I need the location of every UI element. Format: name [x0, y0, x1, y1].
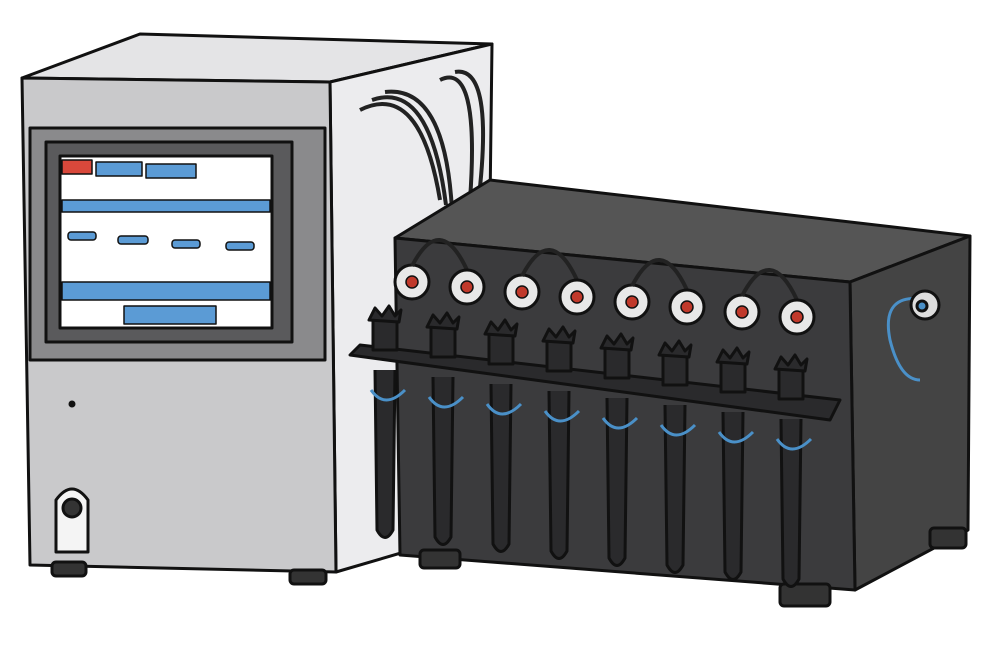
- screen-footer-bar: [123, 305, 217, 325]
- rack-foot: [418, 548, 462, 570]
- screen-dashes: [67, 231, 255, 251]
- tube-cap[interactable]: [603, 346, 631, 380]
- screen-bar: [61, 199, 271, 213]
- sample-tube: [373, 369, 397, 539]
- sample-tube: [431, 376, 455, 546]
- blue-tubing: [775, 437, 813, 451]
- cap-crown: [599, 332, 635, 352]
- screen-bar: [61, 281, 271, 301]
- cap-crown: [773, 353, 809, 373]
- control-cabinet: [20, 32, 494, 586]
- tube-cap[interactable]: [719, 360, 747, 394]
- connector-port-center: [790, 310, 804, 324]
- blue-tubing: [717, 430, 755, 444]
- side-port-center: [915, 299, 929, 313]
- tube-cap[interactable]: [429, 325, 457, 359]
- connector-port-center: [460, 280, 474, 294]
- cap-crown: [367, 304, 403, 324]
- connector-port-center: [680, 300, 694, 314]
- sample-tube: [721, 411, 745, 581]
- side-blue-tube: [886, 296, 931, 382]
- connector-port-center: [735, 305, 749, 319]
- tube-cap[interactable]: [371, 318, 399, 352]
- cabinet-foot: [50, 560, 88, 578]
- blue-tubing: [427, 395, 465, 409]
- cap-array: [367, 304, 809, 401]
- screen-tab: [95, 161, 143, 177]
- cabinet-foot: [288, 568, 328, 586]
- port-array: [393, 238, 816, 336]
- connector-port-center: [570, 290, 584, 304]
- blue-tubing: [601, 416, 639, 430]
- rack-foot: [928, 526, 968, 550]
- blue-tubing: [485, 402, 523, 416]
- cable-bundle: [359, 69, 486, 211]
- cable: [410, 238, 469, 271]
- blue-tubing: [659, 423, 697, 437]
- connector-port-center: [625, 295, 639, 309]
- sample-tube: [779, 418, 803, 588]
- blue-tubing: [543, 409, 581, 423]
- screen-tab: [145, 163, 197, 179]
- blue-tubing: [369, 388, 407, 402]
- tube-cap[interactable]: [777, 367, 805, 401]
- cap-crown: [657, 339, 693, 359]
- sample-tube: [663, 404, 687, 574]
- tube-array: [369, 369, 813, 588]
- tube-cap[interactable]: [487, 332, 515, 366]
- tube-cap[interactable]: [661, 353, 689, 387]
- cap-crown: [425, 311, 461, 331]
- cable: [520, 248, 579, 281]
- sample-tube: [489, 383, 513, 553]
- power-knob-icon[interactable]: [61, 497, 83, 519]
- rack-foot: [778, 582, 832, 608]
- connector-port-center: [405, 275, 419, 289]
- indicator-dot: [68, 400, 76, 408]
- cap-crown: [483, 318, 519, 338]
- sample-tube: [547, 390, 571, 560]
- sample-rack-unit: [348, 178, 972, 608]
- cap-crown: [715, 346, 751, 366]
- sample-tube: [605, 397, 629, 567]
- screen-red-tab: [61, 159, 93, 175]
- connector-port-center: [515, 285, 529, 299]
- cap-crown: [541, 325, 577, 345]
- cable: [740, 268, 799, 301]
- tube-cap[interactable]: [545, 339, 573, 373]
- cable: [630, 258, 689, 291]
- holder-bar: [348, 343, 842, 422]
